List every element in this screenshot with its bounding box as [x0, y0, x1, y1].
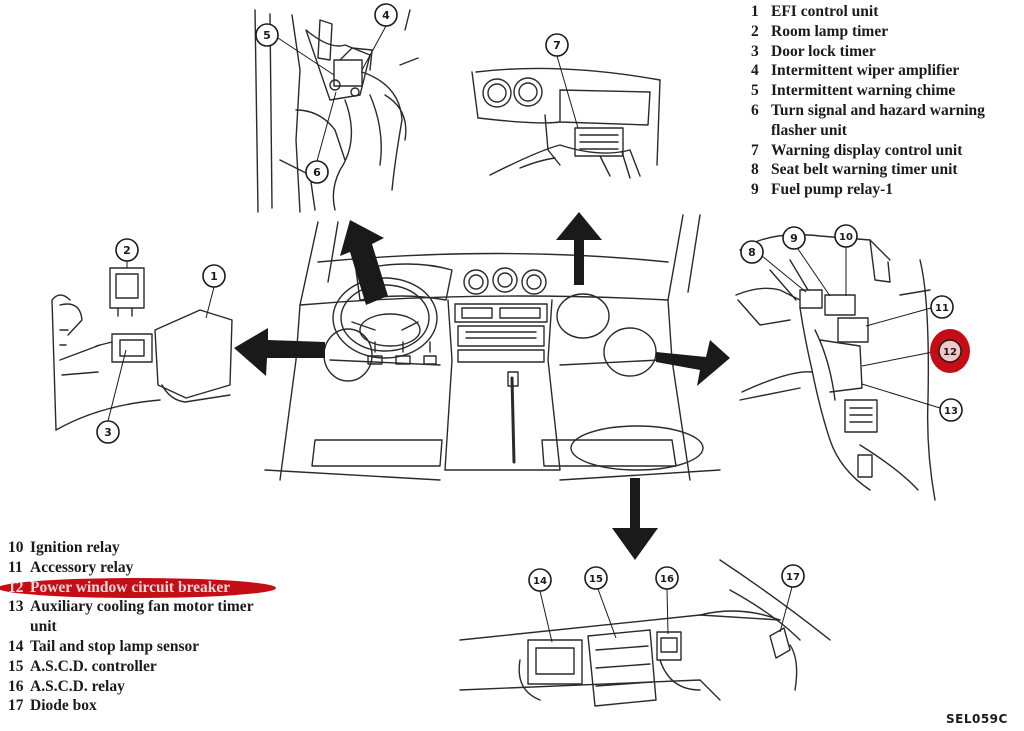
callout-4 — [361, 3, 398, 71]
callout-label-15: 15 — [589, 574, 603, 585]
inset-steering-column — [254, 9, 419, 213]
dashboard-center-view — [264, 214, 721, 481]
inset-bottom-console — [459, 559, 831, 707]
inset-instrument-panel — [471, 67, 661, 179]
callout-label-17: 17 — [786, 572, 800, 583]
inset-right-dash-side — [735, 233, 936, 501]
callout-9 — [782, 226, 831, 297]
callout-14 — [528, 568, 553, 643]
callout-8 — [740, 240, 807, 293]
direction-arrows — [234, 212, 730, 560]
callout-5 — [255, 23, 335, 76]
callout-label-12: 12 — [943, 347, 957, 358]
callout-label-5: 5 — [263, 29, 271, 42]
callout-6 — [305, 91, 337, 184]
callout-17 — [779, 564, 805, 633]
callout-label-4: 4 — [382, 9, 390, 22]
callout-15 — [584, 566, 617, 639]
callout-label-14: 14 — [533, 576, 547, 587]
callout-label-9: 9 — [790, 232, 798, 245]
callout-label-16: 16 — [660, 574, 674, 585]
callout-10 — [834, 224, 858, 296]
callout-2 — [115, 238, 139, 268]
callout-1 — [202, 264, 226, 319]
callout-label-2: 2 — [123, 244, 131, 257]
legend-item-6-continued: flasher unit — [771, 121, 847, 139]
figure-code: SEL059C — [946, 712, 1008, 726]
legend-item-13-continued: unit — [30, 618, 57, 636]
callout-label-10: 10 — [839, 232, 853, 243]
callout-label-11: 11 — [935, 303, 949, 314]
callout-3 — [96, 349, 127, 444]
callout-7 — [545, 33, 579, 129]
callout-label-13: 13 — [944, 406, 958, 417]
callout-12-highlight — [861, 329, 970, 373]
callout-label-3: 3 — [104, 426, 112, 439]
callout-label-6: 6 — [313, 166, 321, 179]
callout-13 — [861, 383, 963, 422]
callout-16 — [655, 566, 679, 635]
callout-11 — [865, 295, 954, 327]
callout-label-1: 1 — [210, 270, 218, 283]
inset-left-kick-panel — [51, 267, 233, 431]
callout-label-7: 7 — [553, 39, 561, 52]
callout-label-8: 8 — [748, 246, 756, 259]
